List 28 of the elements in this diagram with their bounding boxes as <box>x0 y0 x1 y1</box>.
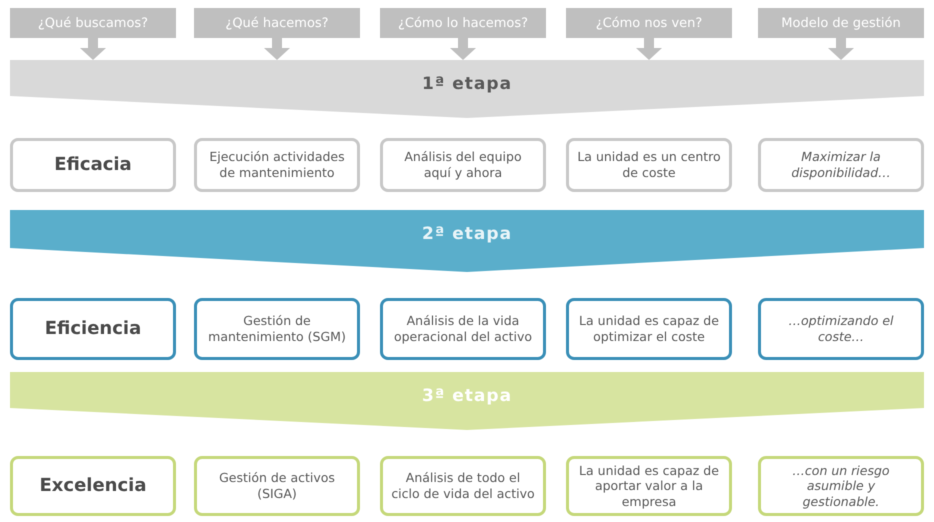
column-header: Modelo de gestión <box>758 8 924 38</box>
concept-box: Análisis de todo el ciclo de vida del activo <box>380 456 546 516</box>
arrow <box>264 38 290 60</box>
column-header: ¿Cómo nos ven? <box>566 8 732 38</box>
concept-box: Análisis del equipo aquí y ahora <box>380 138 546 192</box>
arrow <box>828 38 854 60</box>
arrow <box>636 38 662 60</box>
column-header: ¿Cómo lo hacemos? <box>380 8 546 38</box>
column-header: ¿Qué buscamos? <box>10 8 176 38</box>
concept-box: …optimizando el coste… <box>758 298 924 360</box>
arrow <box>80 38 106 60</box>
concept-box: Eficacia <box>10 138 176 192</box>
stage-label: 1ª etapa <box>422 74 512 94</box>
stage-label: 3ª etapa <box>422 386 512 406</box>
concept-box: Ejecución actividades de mantenimiento <box>194 138 360 192</box>
stage-label: 2ª etapa <box>422 224 512 244</box>
column-header: ¿Qué hacemos? <box>194 8 360 38</box>
concept-box: Análisis de la vida operacional del activo <box>380 298 546 360</box>
concept-box: Eficiencia <box>10 298 176 360</box>
arrow <box>450 38 476 60</box>
concept-box: Gestión de activos (SIGA) <box>194 456 360 516</box>
concept-box: Maximizar la disponibilidad… <box>758 138 924 192</box>
concept-box: La unidad es capaz de optimizar el coste <box>566 298 732 360</box>
concept-box: Gestión de mantenimiento (SGM) <box>194 298 360 360</box>
concept-box: Excelencia <box>10 456 176 516</box>
concept-box: …con un riesgo asumible y gestionable. <box>758 456 924 516</box>
concept-box: La unidad es capaz de aportar valor a la empresa <box>566 456 732 516</box>
concept-box: La unidad es un centro de coste <box>566 138 732 192</box>
